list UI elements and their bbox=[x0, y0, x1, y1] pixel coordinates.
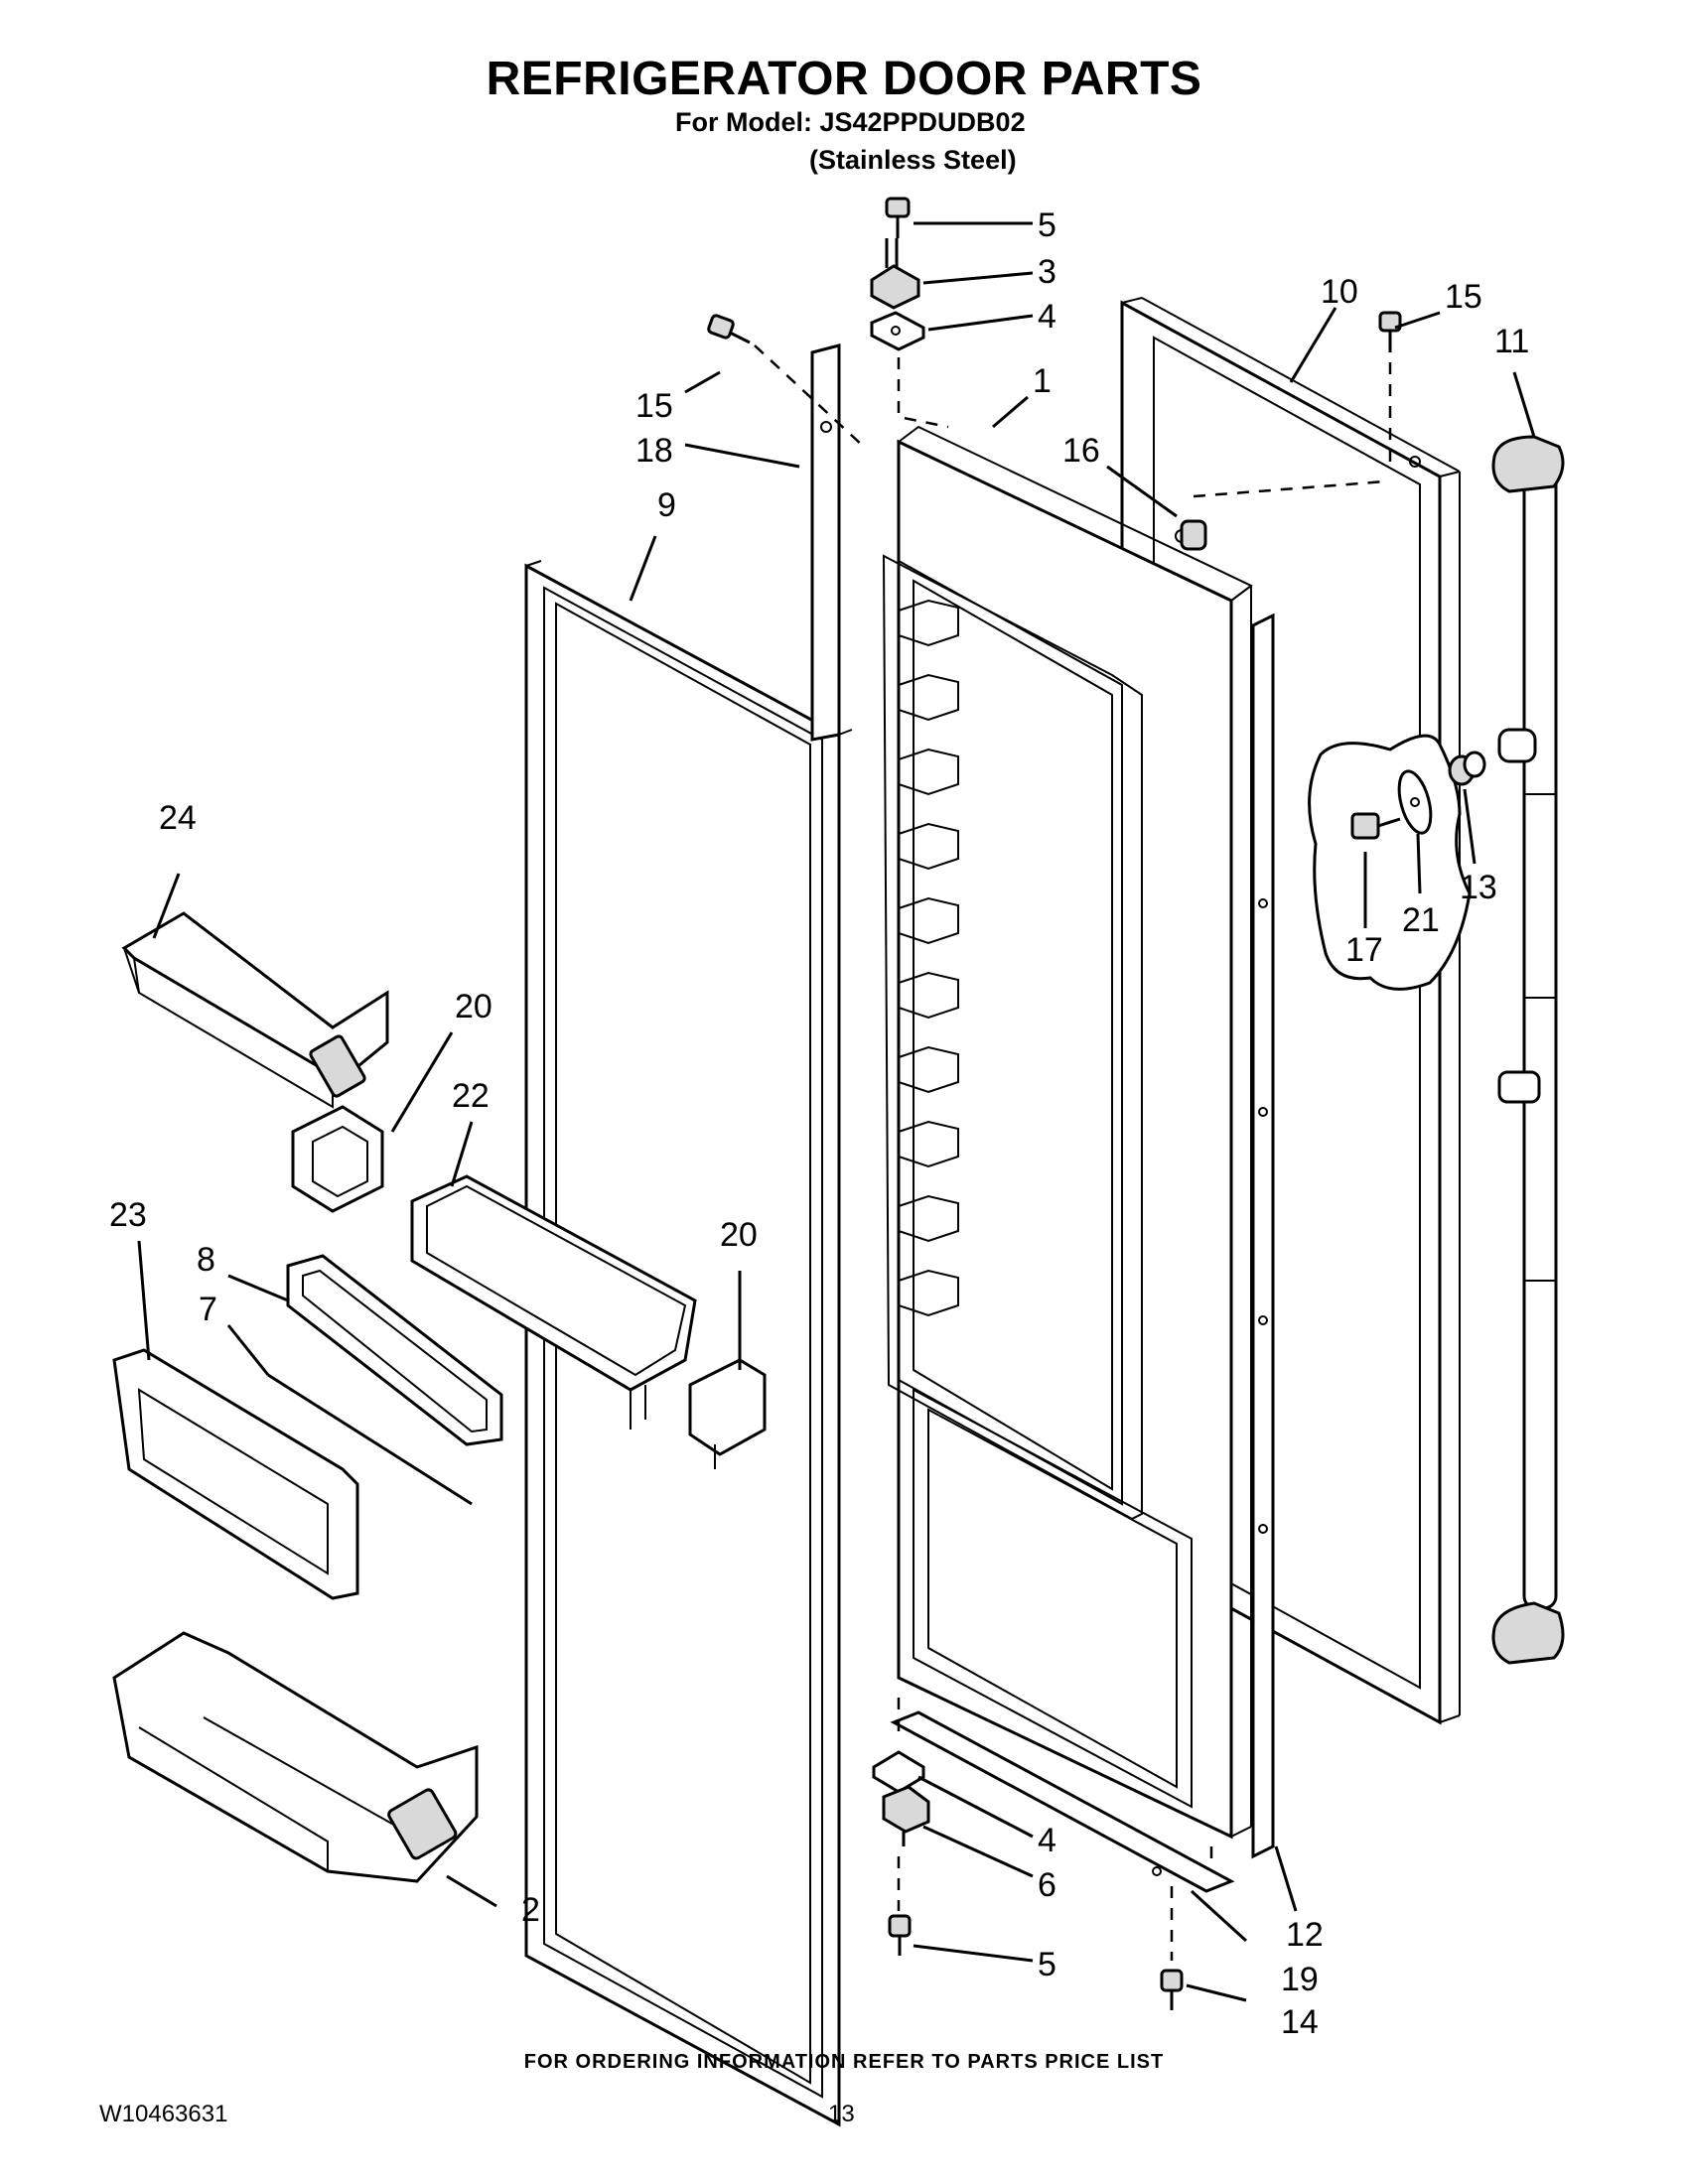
callout-12: 12 bbox=[1286, 1916, 1324, 1954]
callout-4-bottom: 4 bbox=[1038, 1822, 1056, 1859]
door-liner-part-1 bbox=[882, 425, 1253, 1840]
callout-8: 8 bbox=[197, 1241, 215, 1279]
callout-15-right: 15 bbox=[1445, 278, 1482, 316]
model-line: For Model: JS42PPDUDB02 bbox=[675, 107, 1026, 137]
callout-14: 14 bbox=[1281, 2003, 1319, 2041]
screw-part-5-bottom bbox=[888, 1914, 912, 1956]
callout-5-top: 5 bbox=[1038, 206, 1056, 244]
callout-19: 19 bbox=[1281, 1961, 1319, 1998]
shim-part-4-bottom bbox=[872, 1750, 925, 1794]
strip-part-18 bbox=[810, 343, 841, 742]
callout-20-lower: 20 bbox=[720, 1216, 758, 1254]
page-number: 13 bbox=[828, 2101, 855, 2127]
callout-5-bottom: 5 bbox=[1038, 1946, 1056, 1983]
callout-20-upper: 20 bbox=[455, 988, 492, 1025]
housing-part-22 bbox=[410, 1174, 697, 1430]
callout-9: 9 bbox=[657, 486, 676, 524]
bushing-part-16 bbox=[1180, 479, 1386, 551]
callout-2: 2 bbox=[521, 1891, 540, 1929]
screw-part-15-left bbox=[707, 314, 865, 448]
callout-24: 24 bbox=[159, 799, 197, 837]
finish-line: (Stainless Steel) bbox=[809, 145, 1017, 175]
strip-part-12 bbox=[1251, 613, 1275, 1859]
callout-17: 17 bbox=[1345, 931, 1383, 969]
callout-22: 22 bbox=[452, 1077, 490, 1115]
frame-part-8 bbox=[286, 1254, 503, 1446]
liner-shelf-supports bbox=[898, 599, 959, 1317]
hinge-part-3 bbox=[870, 238, 920, 310]
screw-part-14 bbox=[1160, 1969, 1184, 2010]
callout-13: 13 bbox=[1460, 869, 1497, 906]
callout-4-top: 4 bbox=[1038, 298, 1056, 336]
document-number: W10463631 bbox=[99, 2101, 228, 2127]
bracket-part-20-upper bbox=[291, 1105, 384, 1213]
leader-lines bbox=[137, 221, 1536, 2002]
callout-10: 10 bbox=[1321, 273, 1358, 311]
screw-part-15-right bbox=[1378, 311, 1402, 462]
screw-part-5-top bbox=[885, 197, 911, 238]
callout-23: 23 bbox=[109, 1196, 147, 1234]
handle-part-11 bbox=[1491, 435, 1565, 1665]
handle-mount-inset bbox=[1308, 728, 1537, 991]
callout-6: 6 bbox=[1038, 1866, 1056, 1904]
callout-18: 18 bbox=[635, 432, 673, 470]
mounting-plate-part-21 bbox=[1397, 769, 1433, 835]
page-title: REFRIGERATOR DOOR PARTS bbox=[486, 53, 1202, 105]
callout-3: 3 bbox=[1038, 253, 1056, 291]
standoff-part-13 bbox=[1448, 751, 1486, 786]
strip-part-7 bbox=[267, 1373, 473, 1506]
callout-labels: 5 3 4 10 15 11 1 15 18 16 9 24 20 22 23 … bbox=[109, 206, 1529, 2041]
door-bin-part-24 bbox=[121, 911, 389, 1109]
shim-part-4-top bbox=[870, 311, 925, 351]
bottom-trim-part-19 bbox=[890, 1710, 1235, 1893]
callout-7: 7 bbox=[199, 1291, 217, 1328]
bin-front-part-23 bbox=[112, 1348, 359, 1600]
callout-16: 16 bbox=[1062, 432, 1100, 470]
door-bin-part-2 bbox=[112, 1631, 479, 1883]
callout-1: 1 bbox=[1033, 362, 1052, 400]
callout-15-left: 15 bbox=[635, 387, 673, 425]
hinge-part-6 bbox=[882, 1785, 930, 1846]
mounting-screw-part-17 bbox=[1350, 812, 1401, 840]
bottom-hinge-assembly bbox=[872, 1698, 1213, 2010]
ordering-note: FOR ORDERING INFORMATION REFER TO PARTS … bbox=[523, 2051, 1165, 2073]
callout-11: 11 bbox=[1494, 323, 1529, 360]
top-hinge-assembly bbox=[870, 197, 949, 429]
callout-21: 21 bbox=[1402, 901, 1440, 939]
